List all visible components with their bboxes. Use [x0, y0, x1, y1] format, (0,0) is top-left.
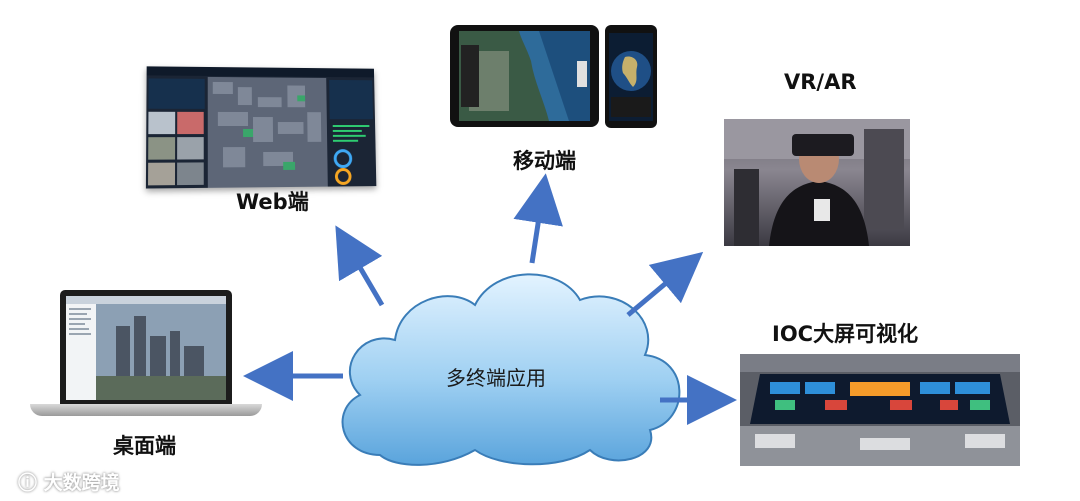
watermark-logo: ⓘ 大数跨境 [18, 468, 120, 495]
mobile-label: 移动端 [513, 145, 576, 175]
watermark-icon: ⓘ [18, 472, 37, 494]
web-label: Web端 [236, 186, 309, 216]
ioc-label: IOC大屏可视化 [772, 318, 918, 348]
phone-image [605, 25, 657, 128]
laptop-image [60, 290, 232, 404]
arrow-to-mobile [532, 198, 542, 263]
arrow-to-web [348, 247, 382, 305]
desktop-label: 桌面端 [113, 430, 176, 460]
web-dashboard-image [146, 66, 376, 188]
vr-photo [724, 119, 910, 246]
tablet-image [450, 25, 599, 127]
arrow-to-vr [628, 268, 684, 315]
vr-label: VR/AR [784, 70, 857, 94]
watermark-text: 大数跨境 [44, 472, 120, 494]
cloud-label: 多终端应用 [446, 362, 586, 391]
ioc-photo [740, 354, 1020, 466]
laptop-base [30, 404, 262, 416]
